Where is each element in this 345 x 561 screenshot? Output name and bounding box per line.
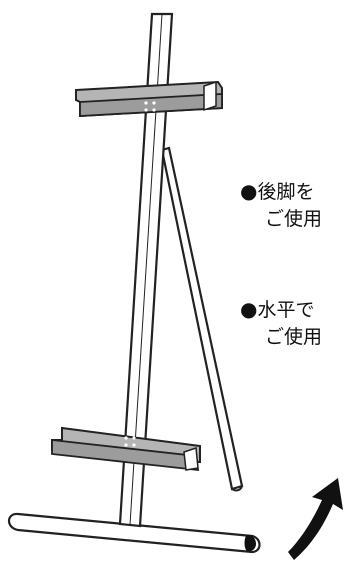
curved-arrow-icon — [288, 478, 343, 560]
bullet-icon: ● — [240, 297, 258, 321]
usage-note-horizontal: ●水平で ご使用 — [240, 296, 322, 351]
easel-base-bar — [7, 512, 261, 554]
usage-note-rear-leg: ●後脚を ご使用 — [240, 178, 322, 233]
easel-upper-tray — [75, 80, 223, 118]
note-line-1: 後脚を — [257, 181, 315, 203]
note-line-2: ご使用 — [265, 326, 323, 348]
note-line-1: 水平で — [257, 299, 315, 321]
easel-rear-leg — [160, 146, 244, 492]
bullet-icon: ● — [240, 179, 258, 203]
note-line-2: ご使用 — [265, 208, 323, 230]
easel-lower-tray — [51, 426, 201, 472]
